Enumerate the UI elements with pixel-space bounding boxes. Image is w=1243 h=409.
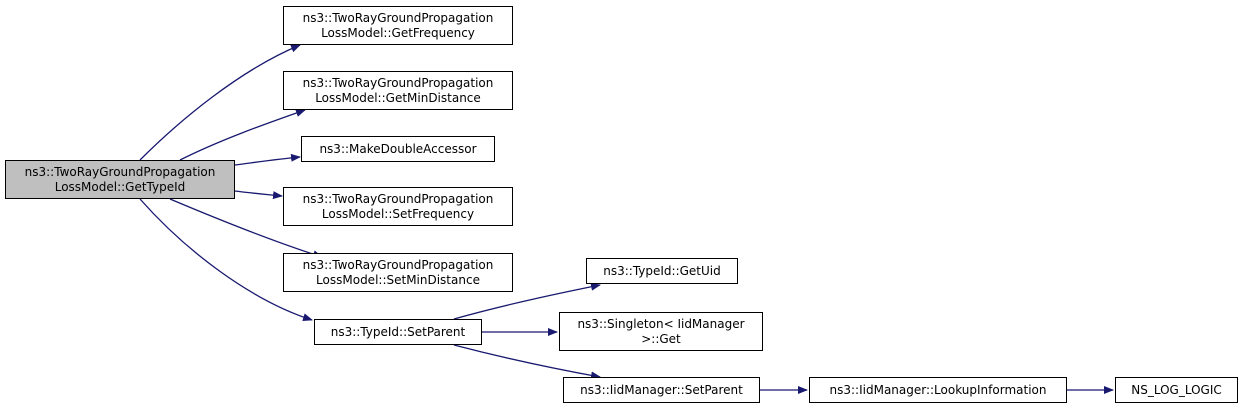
node-label-line: ns3::TwoRayGroundPropagation: [302, 191, 494, 206]
node-label-line: LossModel::GetMinDistance: [315, 90, 481, 105]
node-typeid-get-uid[interactable]: ns3::TypeId::GetUid: [586, 258, 738, 284]
node-typeid-set-parent[interactable]: ns3::TypeId::SetParent: [314, 319, 482, 345]
node-singleton-get[interactable]: ns3::Singleton< IidManager>::Get: [559, 312, 763, 351]
node-label-line: ns3::TwoRayGroundPropagation: [24, 164, 216, 179]
node-label-line: ns3::MakeDoubleAccessor: [319, 141, 477, 156]
node-label-line: ns3::TypeId::GetUid: [603, 263, 721, 278]
edge-gettypeid-setfrequency: [234, 190, 283, 200]
edge-setparent-iidsetparent: [453, 344, 601, 380]
edge-gettypeid-setmindistance: [169, 198, 323, 259]
node-label-line: LossModel::GetFrequency: [321, 25, 475, 40]
node-label-line: ns3::TwoRayGroundPropagation: [302, 10, 494, 25]
edge-setparent-getuid: [453, 282, 601, 320]
node-label-line: ns3::IidManager::LookupInformation: [829, 382, 1047, 397]
node-label-line: LossModel::SetFrequency: [321, 206, 475, 221]
node-iid-set-parent[interactable]: ns3::IidManager::SetParent: [563, 377, 760, 403]
edge-gettypeid-getmindistance: [179, 109, 306, 161]
node-label-line: LossModel::GetTypeId: [54, 179, 186, 194]
edge-gettypeid-typeidsetparent: [139, 198, 313, 322]
edge-gettypeid-makedouble: [234, 153, 301, 166]
node-label-line: ns3::TypeId::SetParent: [330, 324, 466, 339]
node-label-line: ns3::Singleton< IidManager: [577, 316, 745, 331]
node-iid-lookup-information[interactable]: ns3::IidManager::LookupInformation: [809, 377, 1067, 403]
edge-gettypeid-getfrequency: [139, 44, 301, 161]
node-label-line: NS_LOG_LOGIC: [1131, 382, 1222, 397]
node-label-line: LossModel::SetMinDistance: [316, 272, 480, 287]
node-make-double-accessor[interactable]: ns3::MakeDoubleAccessor: [301, 136, 495, 162]
node-label-line: ns3::TwoRayGroundPropagation: [302, 75, 494, 90]
node-ns-log-logic[interactable]: NS_LOG_LOGIC: [1115, 377, 1238, 403]
node-label-line: >::Get: [641, 331, 681, 346]
node-label-line: ns3::TwoRayGroundPropagation: [302, 257, 494, 272]
node-label-line: ns3::IidManager::SetParent: [580, 382, 743, 397]
